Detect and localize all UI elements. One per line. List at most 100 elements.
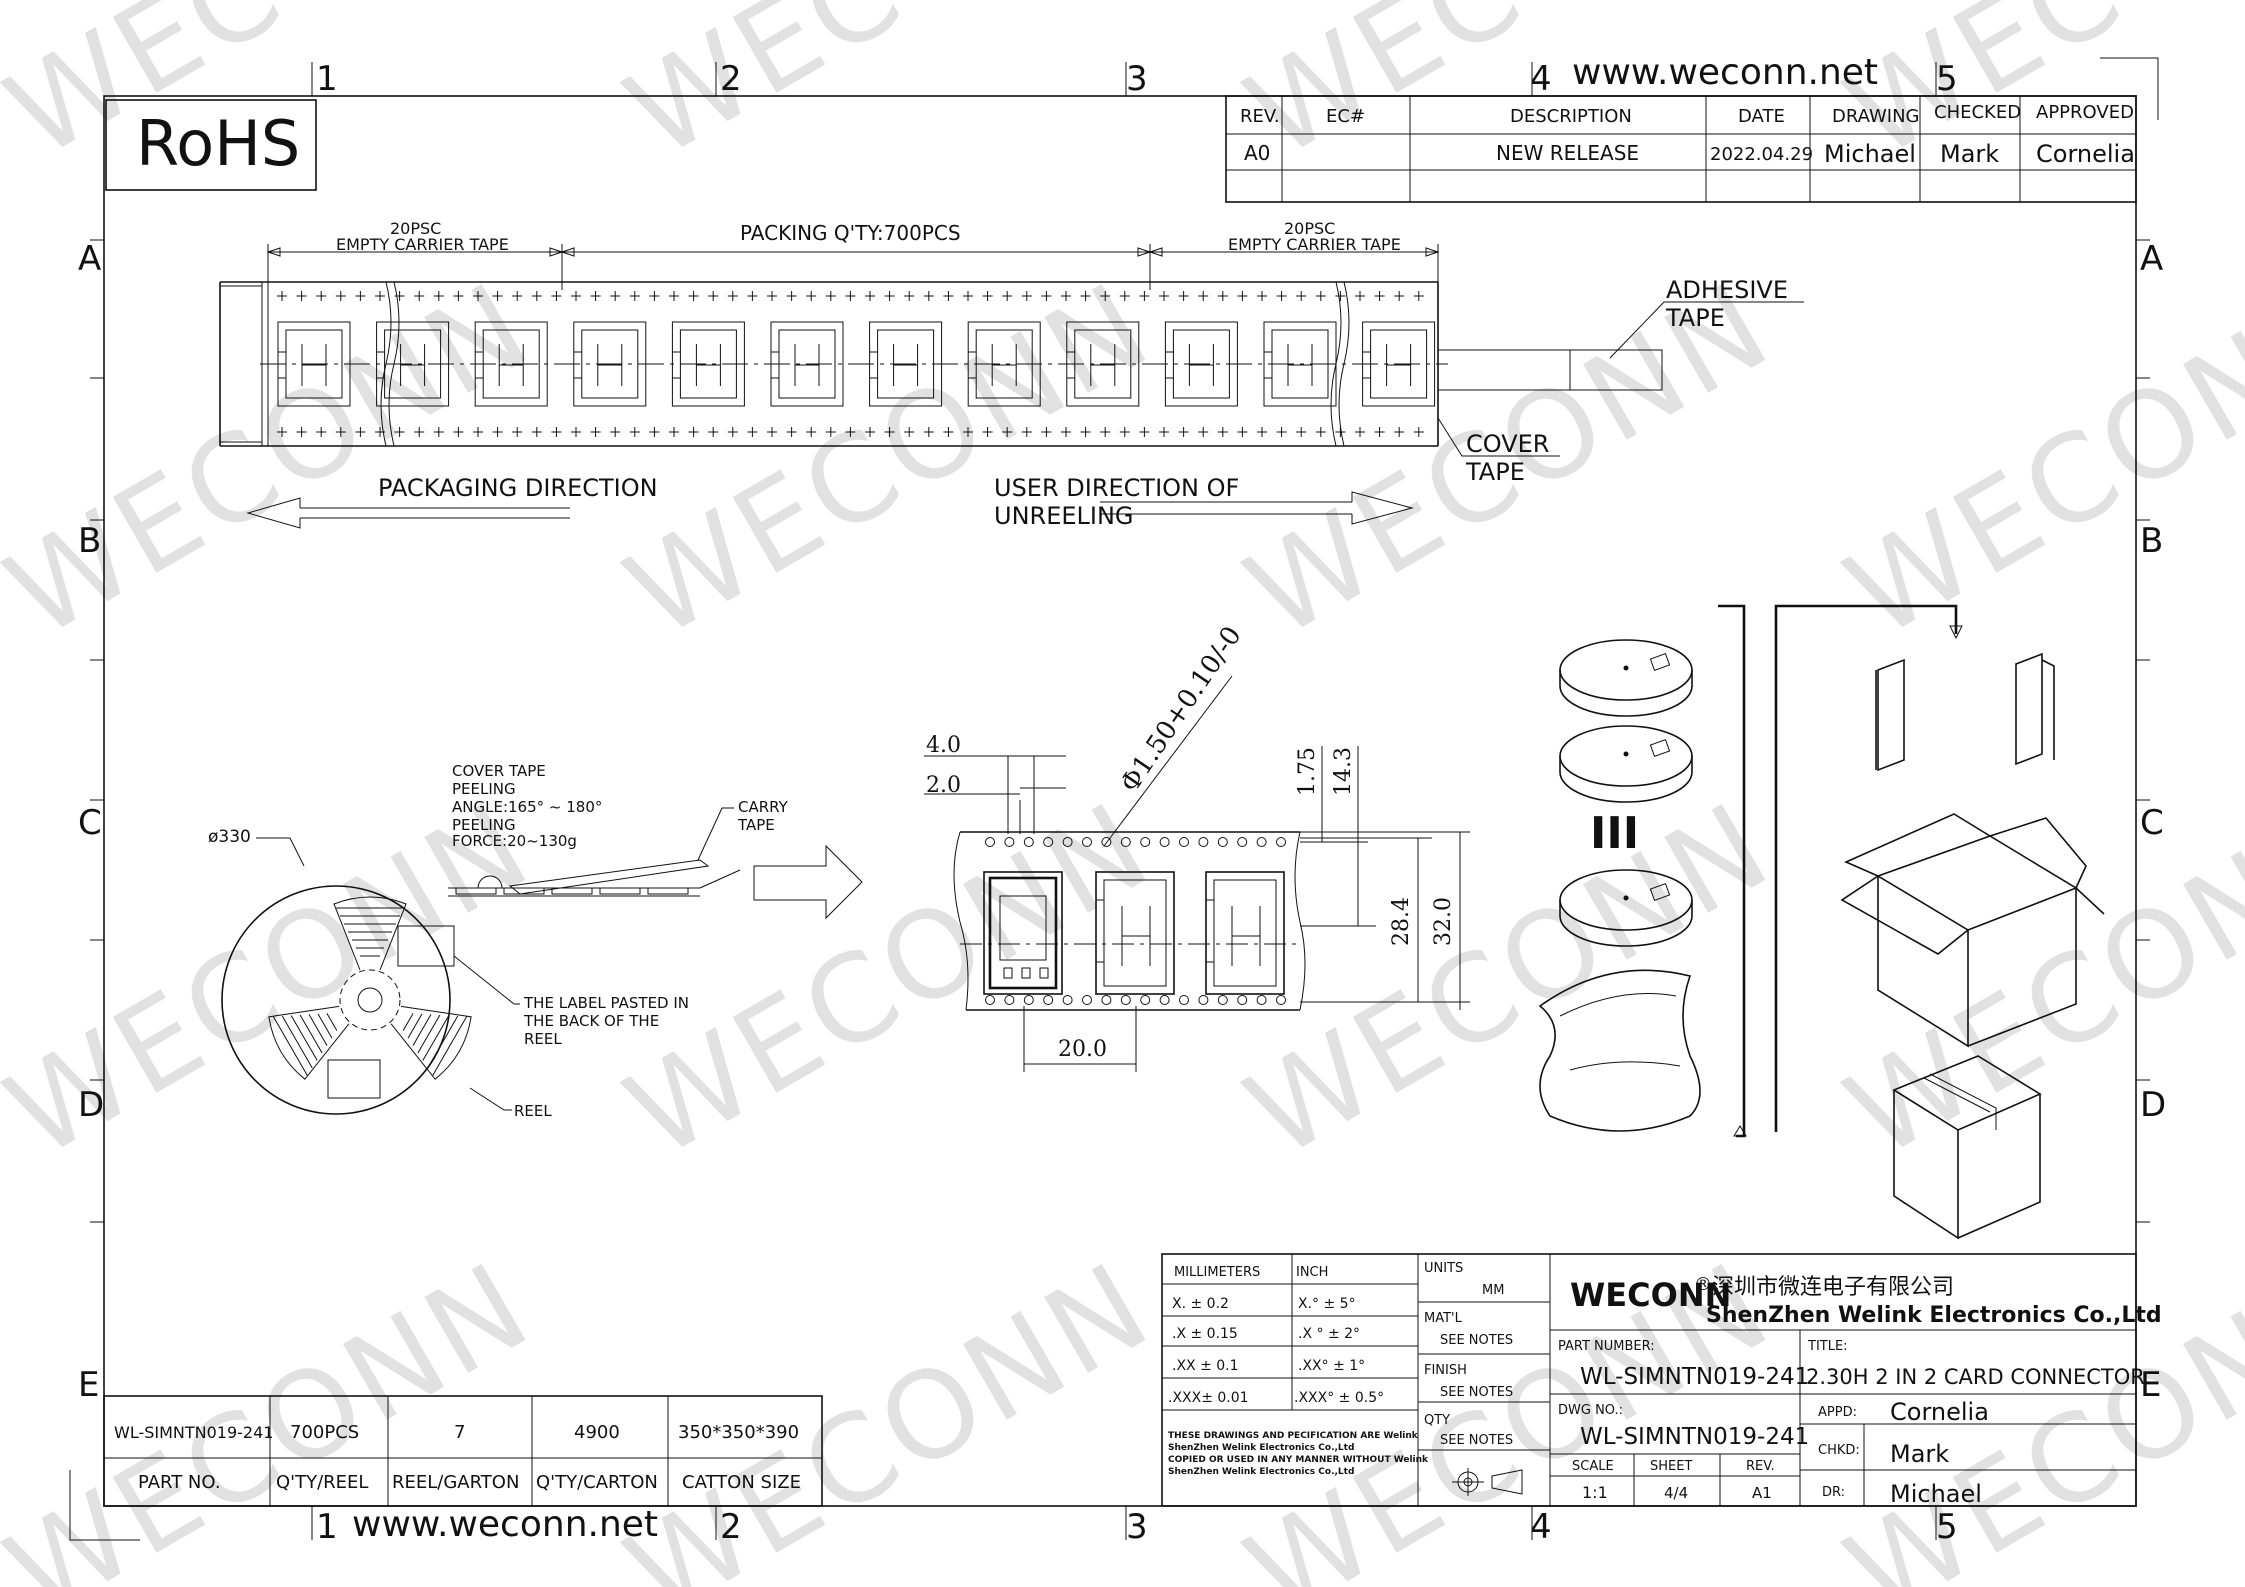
sprocket-hole xyxy=(1021,427,1032,437)
website-link-top[interactable]: www.weconn.net xyxy=(1572,52,1878,93)
sprocket-hole xyxy=(963,427,973,437)
reel-rim xyxy=(1559,670,1693,717)
detail-hole xyxy=(1082,995,1092,1005)
sprocket-hole xyxy=(1355,291,1365,301)
packing-table: WL-SIMNTN019-241 700PCS 7 4900 350*350*3… xyxy=(103,1395,823,1507)
dim-pocket-pitch: 20.0 xyxy=(1058,1037,1107,1062)
spoke-hatch xyxy=(432,1016,468,1076)
reel-label-mark xyxy=(1649,652,1671,672)
detail-pocket-inner xyxy=(1103,879,1167,987)
zone-row-label: E xyxy=(2140,1365,2161,1405)
detail-pockets xyxy=(1095,871,1285,995)
pocket-outline xyxy=(573,321,647,407)
sprocket-hole xyxy=(316,427,327,437)
spoke-hatch xyxy=(281,1015,313,1069)
sprocket-hole xyxy=(943,427,954,437)
sprocket-hole xyxy=(708,291,719,301)
dim-28-4: 28.4 xyxy=(1389,897,1414,946)
pocket-outline xyxy=(770,321,844,407)
website-link-bottom[interactable]: www.weconn.net xyxy=(352,1504,658,1545)
cover-tape-label: COVER xyxy=(1466,430,1549,458)
connector-h-mark xyxy=(869,344,919,386)
spoke-hatch xyxy=(412,1014,432,1046)
rev-value: A1 xyxy=(1752,1484,1772,1502)
zone-row-label: E xyxy=(78,1365,99,1405)
sheet-label: SHEET xyxy=(1650,1459,1692,1474)
scale-label: SCALE xyxy=(1572,1459,1614,1474)
detail-h-mark xyxy=(1206,899,1261,966)
sprocket-hole xyxy=(904,427,915,437)
tape-pocket xyxy=(869,321,943,407)
reel-diameter-label: ø330 xyxy=(208,827,251,847)
reel-rim xyxy=(1559,756,1693,803)
user-direction-label: USER DIRECTION OF xyxy=(994,474,1239,502)
dr-value: Michael xyxy=(1890,1480,1982,1508)
tape-pocket xyxy=(376,321,450,407)
sprocket-hole xyxy=(394,427,405,437)
sprocket-hole xyxy=(767,291,777,301)
pack-header: Q'TY/REEL xyxy=(276,1472,368,1493)
spoke-hatch xyxy=(422,1015,450,1061)
detail-hole xyxy=(1062,995,1073,1005)
peel-note: PEELING xyxy=(452,780,516,798)
empty-tape-label-right: EMPTY CARRIER TAPE xyxy=(1228,235,1401,254)
matl-value: SEE NOTES xyxy=(1440,1333,1513,1348)
tape-pocket xyxy=(474,321,548,407)
sprocket-hole xyxy=(1394,427,1405,437)
spoke-hatch xyxy=(290,1015,318,1061)
sprocket-hole xyxy=(610,291,621,301)
user-direction-label: UNREELING xyxy=(994,502,1134,530)
chkd-value: Mark xyxy=(1890,1440,1949,1468)
sprocket-hole xyxy=(865,291,875,301)
sprocket-hole xyxy=(1296,291,1307,301)
sprocket-hole xyxy=(865,427,875,437)
zone-col-label: 1 xyxy=(316,1507,338,1547)
sprocket-hole xyxy=(1100,291,1111,301)
confidential-note: ShenZhen Welink Electronics Co.,Ltd xyxy=(1168,1467,1354,1477)
detail-hole xyxy=(1198,995,1209,1005)
dr-label: DR: xyxy=(1822,1485,1845,1500)
tape-pocket xyxy=(1263,321,1337,407)
detail-hole xyxy=(1179,837,1189,847)
appd-value: Cornelia xyxy=(1890,1398,1989,1426)
detail-hole xyxy=(985,995,995,1005)
sprocket-hole xyxy=(649,291,660,301)
detail-hole xyxy=(1062,837,1073,847)
empty-tape-label-left: EMPTY CARRIER TAPE xyxy=(336,235,509,254)
rev-header: REV. xyxy=(1240,106,1280,127)
reel-spoke xyxy=(333,896,407,971)
title-block: MILLIMETERS INCH X. ± 0.2 .X ± 0.15 .XX … xyxy=(1161,1253,2162,1508)
sprocket-hole xyxy=(1178,291,1189,301)
zone-col-label: 1 xyxy=(316,59,338,99)
sprocket-hole xyxy=(551,291,562,301)
sprocket-hole xyxy=(845,427,856,437)
dim-14-3: 14.3 xyxy=(1331,747,1356,796)
sprocket-hole xyxy=(1335,291,1346,301)
pocket-inner xyxy=(778,329,836,399)
tape-pocket xyxy=(770,321,844,407)
pocket-outline xyxy=(376,321,450,407)
sprocket-hole xyxy=(610,427,621,437)
sprocket-hole xyxy=(473,291,483,301)
zone-col-label: 2 xyxy=(720,1507,742,1547)
reel-hub-dot xyxy=(1623,895,1629,901)
pocket-inner xyxy=(877,329,935,399)
watermark: WECONN xyxy=(0,257,554,666)
pocket-outline xyxy=(1362,321,1436,407)
connector-h-mark xyxy=(672,344,721,386)
peel-note: ANGLE:165° ~ 180° xyxy=(452,798,602,816)
carrier-tape-top-view: 20PSC EMPTY CARRIER TAPE PACKING Q'TY:70… xyxy=(219,219,1804,530)
peel-note: PEELING xyxy=(452,816,516,834)
sprocket-hole xyxy=(433,427,444,437)
reel-spoke xyxy=(390,1005,472,1080)
tol-inch: .XX° ± 1° xyxy=(1298,1358,1365,1374)
dim-pitch-4: 4.0 xyxy=(926,733,961,758)
pocket-inner xyxy=(1172,329,1230,399)
tape-pocket xyxy=(573,321,647,407)
dim-32-0: 32.0 xyxy=(1431,897,1456,946)
reel-label-mark xyxy=(1649,882,1671,902)
rev-header: CHECKED xyxy=(1934,102,2021,123)
sprocket-hole xyxy=(845,291,856,301)
units-label: UNITS xyxy=(1424,1261,1463,1276)
